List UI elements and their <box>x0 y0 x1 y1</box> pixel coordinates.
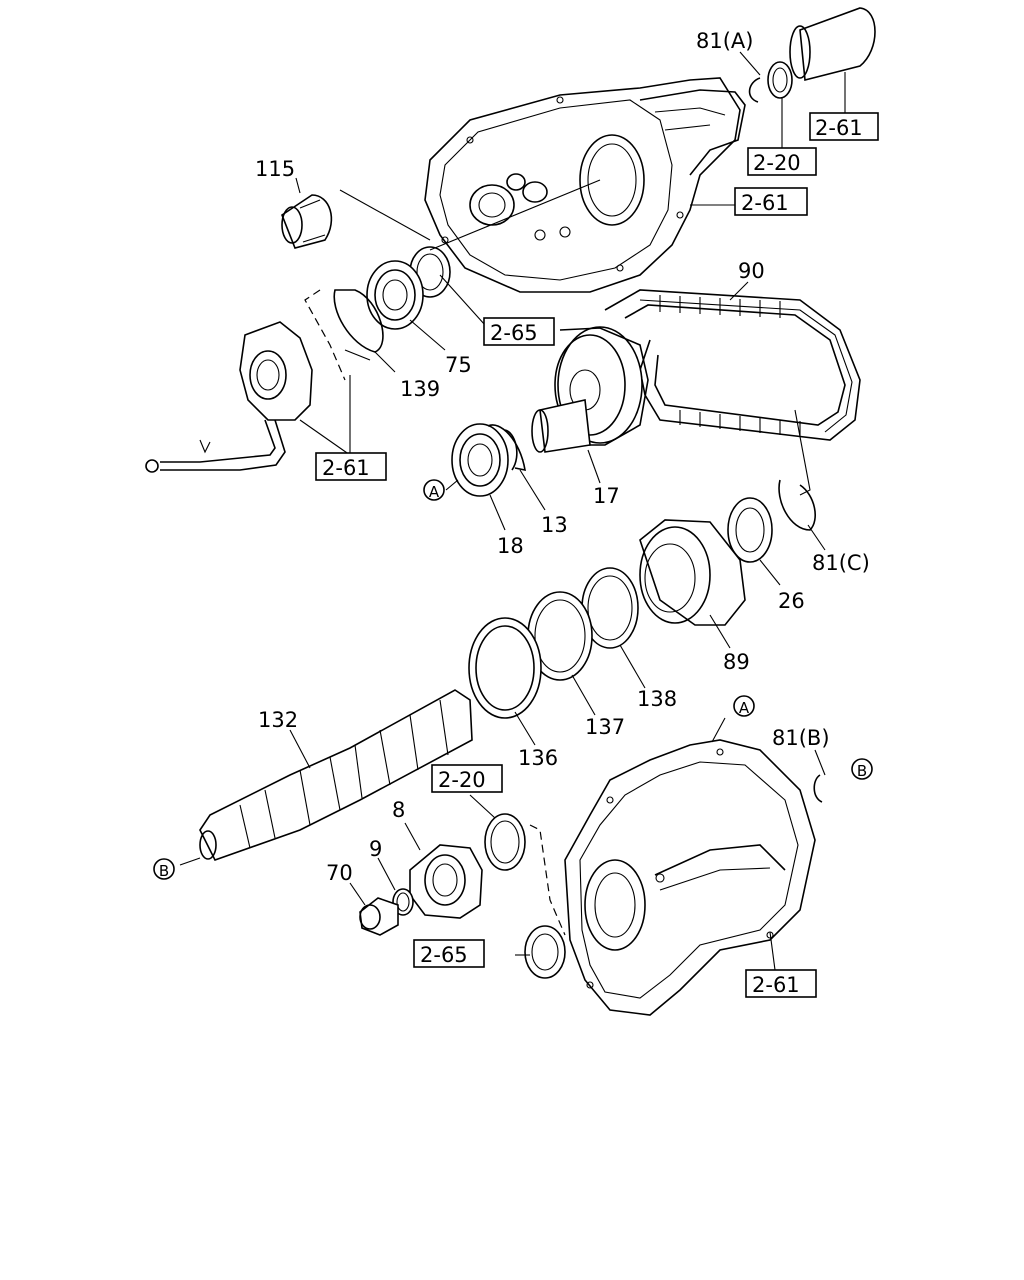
front-case-housing <box>564 717 826 1016</box>
label-136: 136 <box>518 746 558 770</box>
svg-text:2-65: 2-65 <box>490 321 538 345</box>
svg-text:2-65: 2-65 <box>420 943 468 967</box>
svg-text:2-61: 2-61 <box>815 116 863 140</box>
sprocket-shaft-17 <box>531 326 649 484</box>
drive-chain-90 <box>604 281 861 496</box>
bearing-18-and-ring-13 <box>445 423 546 531</box>
label-137: 137 <box>585 715 625 739</box>
ref-box-2-61-bottom: 2-61 <box>745 969 817 998</box>
label-138: 138 <box>637 687 677 711</box>
svg-text:2-61: 2-61 <box>322 456 370 480</box>
label-90: 90 <box>738 259 765 283</box>
label-26: 26 <box>778 589 805 613</box>
callout-a-case: A <box>733 695 755 717</box>
label-18: 18 <box>497 534 524 558</box>
label-17: 17 <box>593 484 620 508</box>
rings-136-137-138 <box>468 567 646 746</box>
svg-text:B: B <box>159 862 169 880</box>
main-shaft-132 <box>179 689 473 866</box>
callout-b-shaft: B <box>153 858 175 880</box>
bearing-115 <box>281 177 431 249</box>
ref-box-2-61-case: 2-61 <box>734 187 808 216</box>
svg-text:B: B <box>857 762 867 780</box>
callout-a-bearing: A <box>423 479 445 501</box>
top-right-parts <box>690 7 876 206</box>
svg-text:2-20: 2-20 <box>753 151 801 175</box>
svg-text:2-20: 2-20 <box>438 768 486 792</box>
callout-b-case: B <box>851 758 873 780</box>
rear-case-housing <box>424 77 746 293</box>
label-81c: 81(C) <box>812 551 870 575</box>
seal-and-bearing-75 <box>333 179 601 373</box>
retainer-and-seals <box>349 794 566 979</box>
label-81b: 81(B) <box>772 726 830 750</box>
label-8: 8 <box>392 798 405 822</box>
svg-text:A: A <box>429 483 440 501</box>
label-132: 132 <box>258 708 298 732</box>
label-70: 70 <box>326 861 353 885</box>
label-81a: 81(A) <box>696 29 753 53</box>
svg-text:2-61: 2-61 <box>752 973 800 997</box>
ref-box-2-65-bottom: 2-65 <box>413 939 485 968</box>
ref-box-2-61-top: 2-61 <box>809 112 879 141</box>
ref-box-2-65-mid: 2-65 <box>483 317 555 346</box>
label-13: 13 <box>541 513 568 537</box>
ref-box-2-20-bottom: 2-20 <box>431 764 503 793</box>
label-139: 139 <box>400 377 440 401</box>
ref-box-2-20-top: 2-20 <box>747 147 817 176</box>
label-89: 89 <box>723 650 750 674</box>
label-9: 9 <box>369 837 382 861</box>
gear-89-assembly <box>639 479 826 649</box>
label-115: 115 <box>255 157 295 181</box>
svg-text:2-61: 2-61 <box>741 191 789 215</box>
svg-text:A: A <box>739 699 750 717</box>
label-75: 75 <box>445 353 472 377</box>
ref-box-2-61-left: 2-61 <box>315 452 387 481</box>
front-cover-with-tube <box>145 289 351 473</box>
